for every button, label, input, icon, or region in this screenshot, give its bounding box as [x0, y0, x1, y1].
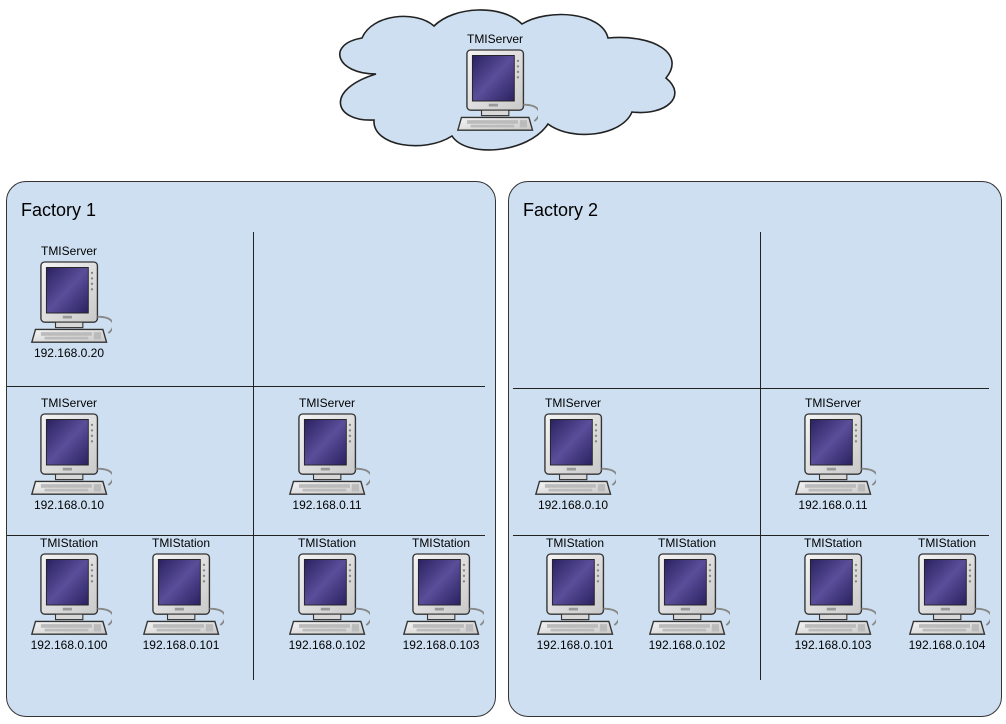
computer-icon	[648, 553, 730, 636]
computer-node[interactable]: TMIStation 192.168.0.103	[386, 536, 496, 676]
computer-name: TMIServer	[298, 396, 355, 410]
computer-node[interactable]: TMIServer 192.168.0.20	[14, 244, 124, 384]
computer-node[interactable]: TMIStation 192.168.0.104	[892, 536, 1002, 676]
computer-node[interactable]: TMIStation 192.168.0.103	[778, 536, 888, 676]
computer-icon	[536, 553, 618, 636]
ip-address: 192.168.0.102	[648, 638, 726, 652]
divider	[253, 232, 254, 680]
computer-name: TMIStation	[151, 536, 211, 550]
computer-name: TMIServer	[40, 396, 97, 410]
computer-node[interactable]: TMIStation 192.168.0.102	[272, 536, 382, 676]
ip-address: 192.168.0.10	[33, 498, 105, 512]
computer-node[interactable]: TMIStation 192.168.0.102	[632, 536, 742, 676]
computer-icon	[794, 413, 876, 496]
divider	[513, 388, 989, 389]
computer-name: TMIStation	[917, 536, 977, 550]
computer-name: TMIServer	[804, 396, 861, 410]
computer-icon	[908, 553, 990, 636]
ip-address: 192.168.0.101	[142, 638, 220, 652]
cloud-computer[interactable]: TMIServer	[440, 32, 550, 172]
computer-name: TMIStation	[39, 536, 99, 550]
computer-icon	[794, 553, 876, 636]
computer-node[interactable]: TMIServer 192.168.0.11	[272, 396, 382, 536]
computer-name: TMIServer	[466, 32, 523, 46]
computer-icon	[402, 553, 484, 636]
computer-node[interactable]: TMIStation 192.168.0.101	[520, 536, 630, 676]
computer-name: TMIServer	[544, 396, 601, 410]
ip-address: 192.168.0.11	[798, 498, 868, 512]
divider	[7, 535, 485, 536]
computer-icon	[142, 553, 224, 636]
ip-address: 192.168.0.102	[288, 638, 366, 652]
ip-address: 192.168.0.20	[33, 346, 105, 360]
computer-node[interactable]: TMIServer 192.168.0.10	[14, 396, 124, 536]
computer-name: TMIStation	[803, 536, 863, 550]
computer-node[interactable]: TMIStation 192.168.0.101	[126, 536, 236, 676]
computer-node[interactable]: TMIServer 192.168.0.11	[778, 396, 888, 536]
computer-icon	[288, 413, 370, 496]
computer-icon	[456, 49, 538, 132]
computer-icon	[30, 413, 112, 496]
ip-address: 192.168.0.10	[537, 498, 609, 512]
ip-address: 192.168.0.100	[30, 638, 108, 652]
computer-name: TMIStation	[545, 536, 605, 550]
computer-icon	[30, 553, 112, 636]
factory-title: Factory 1	[21, 200, 97, 220]
ip-address: 192.168.0.101	[536, 638, 614, 652]
ip-address: 192.168.0.11	[292, 498, 362, 512]
computer-node[interactable]: TMIServer 192.168.0.10	[518, 396, 628, 536]
ip-address: 192.168.0.103	[402, 638, 480, 652]
computer-icon	[288, 553, 370, 636]
ip-address: 192.168.0.103	[794, 638, 872, 652]
computer-name: TMIStation	[411, 536, 471, 550]
divider	[7, 386, 485, 387]
computer-name: TMIStation	[657, 536, 717, 550]
computer-node[interactable]: TMIStation 192.168.0.100	[14, 536, 124, 676]
divider	[513, 535, 989, 536]
divider	[760, 232, 761, 680]
ip-address: 192.168.0.104	[908, 638, 986, 652]
computer-name: TMIServer	[40, 244, 97, 258]
computer-icon	[30, 261, 112, 344]
computer-name: TMIStation	[297, 536, 357, 550]
computer-icon	[534, 413, 616, 496]
factory-title: Factory 2	[523, 200, 599, 220]
